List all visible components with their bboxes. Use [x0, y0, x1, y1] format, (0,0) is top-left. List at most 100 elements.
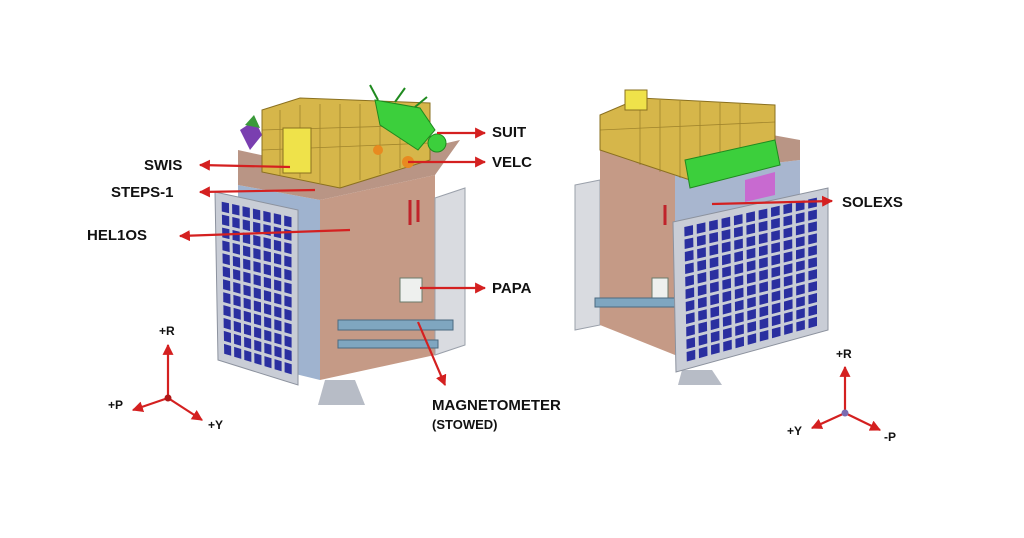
solar-cell: [759, 257, 768, 269]
solar-cell: [771, 205, 780, 217]
solar-cell: [698, 296, 707, 309]
solar-cell: [771, 302, 781, 314]
solar-cell: [723, 339, 732, 352]
axis-left-y: [167, 397, 203, 421]
solar-cell: [244, 336, 252, 349]
solar-cell: [710, 281, 719, 293]
solar-cell: [721, 216, 731, 229]
solar-cell: [808, 233, 817, 245]
solar-cell: [232, 217, 240, 229]
solar-cell: [263, 290, 272, 302]
solar-cell: [263, 237, 271, 250]
axis-triad-right: [810, 365, 881, 431]
solar-cell: [253, 300, 261, 313]
solar-cell: [274, 292, 282, 305]
solar-cell: [253, 248, 261, 260]
solar-panel-left: [214, 191, 299, 386]
suit-aperture: [427, 133, 447, 153]
label-solexs: SOLEXS: [842, 194, 903, 211]
solar-cell: [759, 245, 768, 257]
solar-cell: [747, 296, 756, 309]
solar-cell: [274, 332, 282, 345]
solar-cell: [709, 244, 719, 256]
solar-cell: [796, 296, 805, 308]
solar-cell: [771, 230, 780, 242]
solar-cell: [795, 236, 805, 248]
solar-cell: [795, 224, 805, 236]
solar-cell: [232, 204, 240, 216]
solar-cell: [243, 284, 251, 297]
solar-cell: [710, 330, 720, 343]
solar-cell: [746, 247, 756, 260]
purple-instrument: [240, 120, 262, 150]
solar-cell: [685, 299, 695, 312]
axis-right-y: [810, 411, 846, 430]
solar-cell: [254, 353, 262, 366]
papa-box: [399, 277, 423, 303]
spacecraft-right-view: [574, 89, 829, 385]
orange-detail: [373, 145, 383, 155]
solar-cell: [697, 284, 707, 296]
solar-cell: [709, 269, 719, 281]
solar-cell: [698, 309, 707, 321]
solar-cell: [747, 308, 756, 321]
solar-cell: [808, 245, 817, 257]
solar-cell: [233, 294, 241, 307]
solar-cell: [709, 232, 719, 244]
solar-cell: [274, 306, 282, 319]
solar-cell: [698, 346, 708, 359]
solar-cell: [222, 240, 230, 253]
solar-cell: [232, 230, 240, 242]
solar-cell: [696, 234, 706, 247]
solar-cell: [284, 348, 292, 362]
solar-cell: [783, 215, 793, 227]
solar-cell: [711, 343, 720, 355]
leader-lines: [178, 127, 834, 387]
suit-module: [374, 99, 436, 151]
solar-cell: [735, 324, 744, 336]
solar-cell: [684, 237, 694, 249]
solar-cell: [734, 263, 744, 275]
solar-cell: [274, 253, 282, 265]
solar-cell: [254, 339, 262, 352]
solar-cell: [734, 299, 744, 312]
solar-cell: [263, 276, 272, 289]
solar-cell: [274, 345, 282, 358]
solar-cell: [274, 359, 282, 372]
axis-left-y-label: +Y: [208, 418, 224, 432]
solar-cell: [222, 253, 230, 266]
solar-cell: [723, 327, 732, 340]
solar-cell: [759, 305, 769, 318]
solar-cell: [243, 271, 251, 284]
solar-cell: [758, 208, 768, 220]
solar-cell: [233, 282, 241, 294]
solar-cell: [686, 349, 696, 362]
solar-cell: [808, 269, 817, 281]
solar-cell: [796, 248, 805, 260]
magnetometer-boom: [337, 319, 454, 331]
axis-left-p-label: +P: [108, 398, 124, 412]
solar-cell: [721, 229, 731, 241]
red-pipe: [408, 200, 420, 225]
solar-cell: [232, 256, 241, 268]
solar-cell: [746, 260, 756, 272]
solar-cell: [253, 234, 261, 247]
solar-cell: [747, 321, 757, 333]
solar-cell: [733, 214, 743, 226]
solar-cell: [771, 254, 781, 266]
solar-cell: [223, 318, 231, 330]
solar-cell: [234, 346, 242, 359]
solar-cell: [284, 308, 292, 321]
solar-cell: [284, 362, 292, 375]
solar-cell: [808, 316, 817, 329]
label-suit: SUIT: [492, 124, 527, 141]
label-steps1: STEPS-1: [111, 184, 174, 201]
boom-right: [594, 297, 686, 308]
solar-cell: [771, 217, 780, 230]
solar-cell: [771, 242, 780, 254]
solar-cell: [758, 220, 768, 232]
solar-cell: [734, 287, 744, 300]
solar-cell: [686, 324, 695, 337]
papa-box-right: [651, 277, 669, 299]
